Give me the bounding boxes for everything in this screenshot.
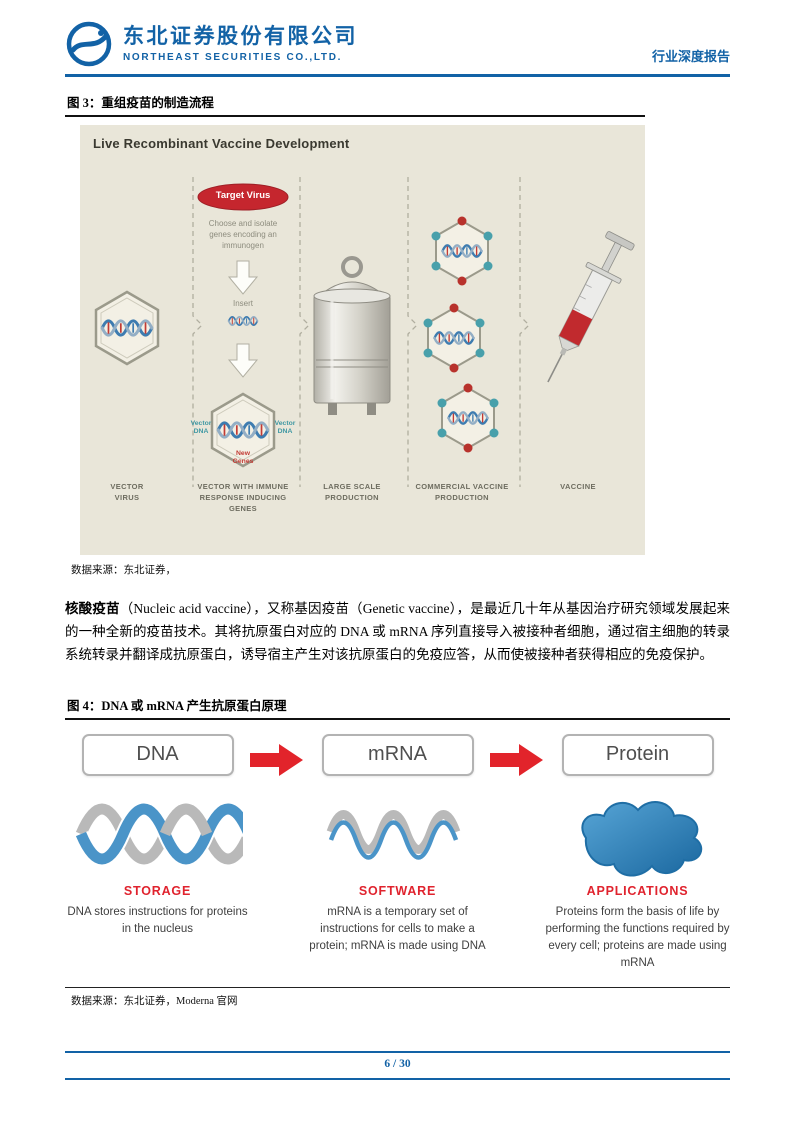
storage-heading: STORAGE: [123, 883, 192, 898]
page-footer: 6 / 30: [65, 1050, 730, 1080]
mrna-strand-icon: [326, 809, 460, 860]
company-name-en: NORTHEAST SECURITIES CO.,LTD.: [123, 52, 343, 64]
northeast-securities-logo-icon: [66, 21, 112, 67]
page-content: 图 3：重组疫苗的制造流程: [65, 90, 730, 1008]
company-name-block: 东北证券股份有限公司 NORTHEAST SECURITIES CO.,LTD.: [123, 25, 358, 63]
figure4-diagram: DNA STORAGE DNA stores instructions for …: [65, 733, 730, 973]
software-description: mRNA is a temporary set of instructions …: [309, 905, 486, 953]
stage-label-vector-virus: VECTOR VIRUS: [110, 482, 144, 502]
company-logo-block: 东北证券股份有限公司 NORTHEAST SECURITIES CO.,LTD.: [65, 20, 358, 68]
body-paragraph: 核酸疫苗（Nucleic acid vaccine），又称基因疫苗（Geneti…: [65, 597, 730, 667]
insert-label: Insert: [232, 299, 253, 308]
dna-illustration: [65, 786, 250, 882]
figure3-diagram-title: Live Recombinant Vaccine Development: [93, 136, 350, 151]
footer-divider-bottom: [65, 1077, 730, 1080]
figure3-source: 数据来源：东北证券，: [71, 565, 176, 576]
dna-helix-icon: [73, 801, 243, 866]
choose-genes-label: Choose and isolate genes encoding an imm…: [208, 219, 278, 251]
dna-box: DNA: [81, 733, 234, 776]
protein-blob-icon: [580, 801, 702, 877]
paragraph-lead: 核酸疫苗: [65, 601, 120, 616]
mrna-to-protein-arrow: [490, 734, 545, 973]
paragraph-text: （Nucleic acid vaccine），又称基因疫苗（Genetic va…: [65, 601, 730, 663]
red-arrow-icon: [490, 743, 543, 776]
report-type-label: 行业深度报告: [651, 49, 730, 64]
vector-dna-left-label: Vector DNA: [190, 420, 212, 436]
footer-divider-top: [65, 1050, 730, 1053]
protein-column: Protein APPLICATIONS Proteins form the b…: [545, 733, 730, 973]
vaccine-development-diagram-icon: [94, 177, 635, 487]
mrna-column: mRNA SOFTWARE mRNA is a temporary set of…: [305, 733, 490, 973]
dna-to-mrna-arrow: [250, 734, 305, 973]
red-arrow-icon: [250, 743, 303, 776]
storage-description: DNA stores instructions for proteins in …: [67, 905, 248, 935]
figure4-caption: 图 4：DNA 或 mRNA 产生抗原蛋白原理: [65, 693, 730, 720]
page-header: 东北证券股份有限公司 NORTHEAST SECURITIES CO.,LTD.…: [65, 20, 730, 68]
protein-box: Protein: [561, 733, 714, 776]
dna-column: DNA STORAGE DNA stores instructions for …: [65, 733, 250, 973]
stage-label-vaccine: VACCINE: [560, 482, 596, 491]
applications-heading: APPLICATIONS: [586, 883, 689, 898]
target-virus-label: Target Virus: [215, 190, 271, 201]
new-genes-label: New Genes: [232, 450, 254, 466]
mrna-box: mRNA: [321, 733, 474, 776]
stage-label-vector-with-genes: VECTOR WITH IMMUNE RESPONSE INDUCING GEN…: [197, 482, 289, 513]
applications-description: Proteins form the basis of life by perfo…: [545, 905, 730, 970]
header-divider: [65, 74, 730, 77]
page-number: 6 / 30: [384, 1057, 411, 1070]
protein-illustration: [545, 786, 730, 882]
stage-label-large-scale-production: LARGE SCALE PRODUCTION: [323, 482, 381, 502]
figure3-diagram: Live Recombinant Vaccine Development Tar…: [80, 125, 645, 555]
vector-dna-right-label: Vector DNA: [274, 420, 296, 436]
software-heading: SOFTWARE: [358, 883, 437, 898]
mrna-illustration: [305, 786, 490, 882]
company-name-cn: 东北证券股份有限公司: [123, 24, 358, 48]
figure3-caption: 图 3：重组疫苗的制造流程: [65, 90, 645, 117]
stage-label-commercial-vaccine-production: COMMERCIAL VACCINE PRODUCTION: [415, 482, 509, 502]
figure4-source: 数据来源：东北证券，Moderna 官网: [65, 986, 730, 1008]
